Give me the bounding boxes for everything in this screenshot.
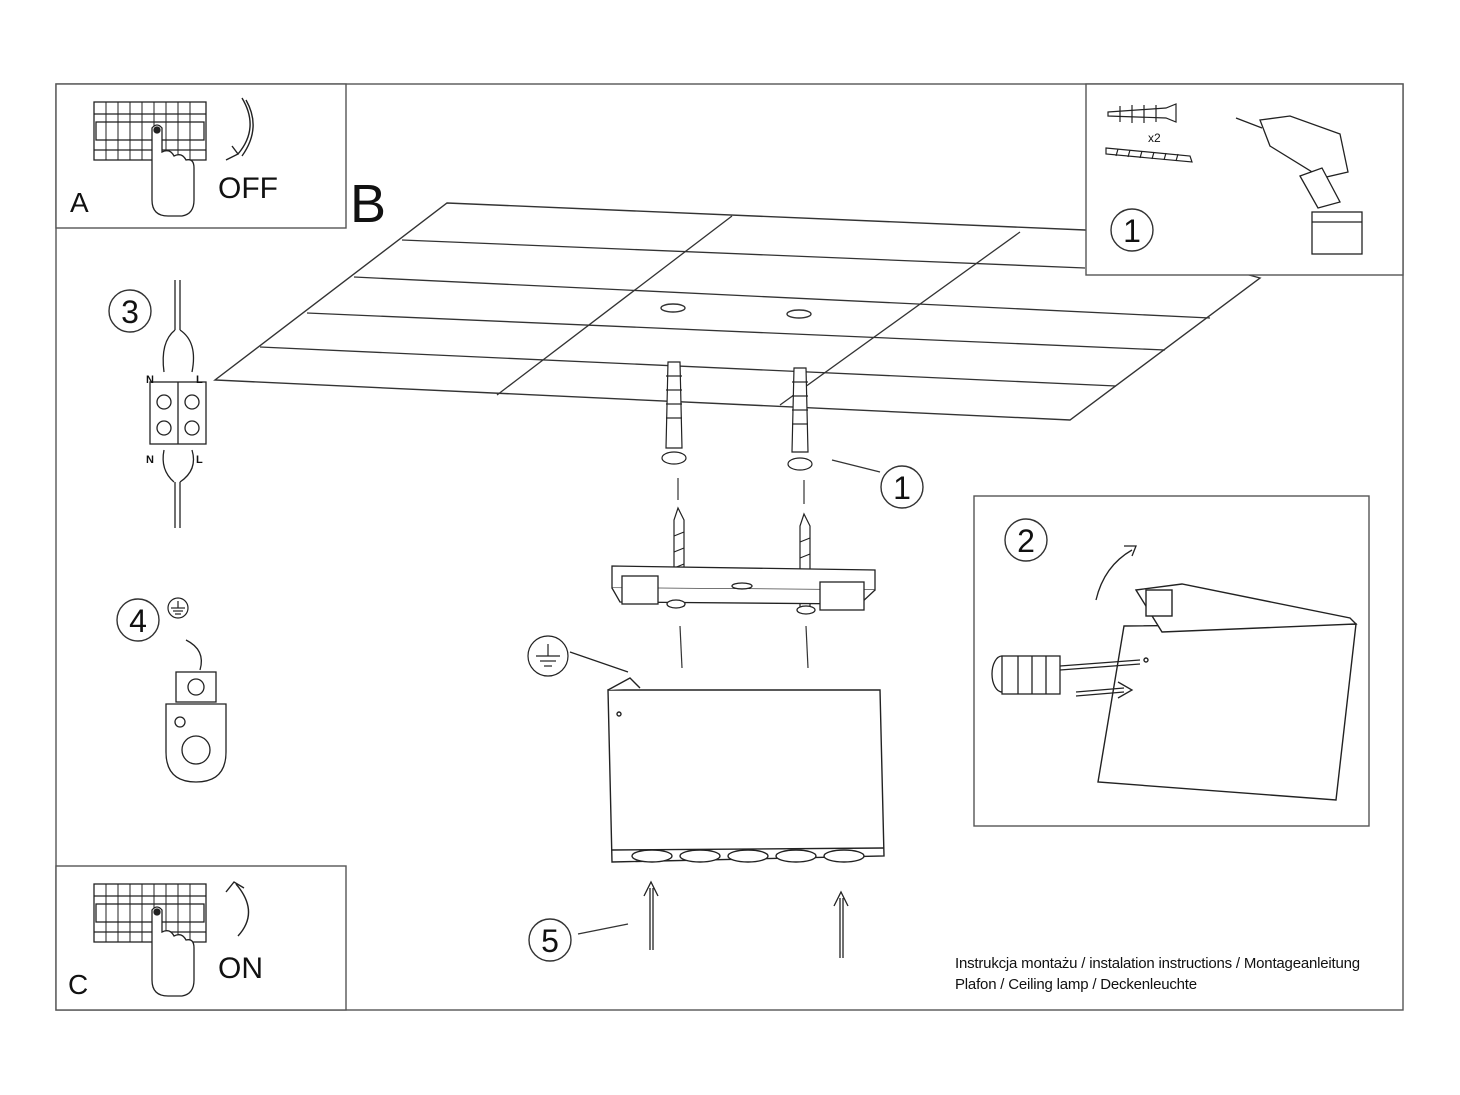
hand-icon bbox=[151, 906, 195, 997]
lamp-ground-symbol bbox=[527, 635, 629, 677]
quantity-label: x2 bbox=[1148, 131, 1161, 145]
step-4-number: 4 bbox=[129, 603, 147, 639]
step-5-badge bbox=[528, 918, 572, 962]
connector-n-bottom: N bbox=[146, 454, 154, 466]
step-4-badge bbox=[116, 598, 160, 642]
panel-b-letter: B bbox=[350, 174, 386, 234]
connector-l-top: L bbox=[196, 374, 203, 386]
arrow-down-icon bbox=[225, 97, 254, 161]
step-1-badge bbox=[1110, 208, 1154, 252]
step-1b-number: 1 bbox=[893, 470, 911, 506]
tools-panel: x2 1 bbox=[1085, 83, 1404, 276]
panel-a-letter: A bbox=[70, 187, 89, 218]
earth-terminal bbox=[165, 639, 227, 783]
dash-guides bbox=[677, 478, 809, 669]
ceiling-lamp bbox=[607, 677, 885, 863]
step-1-number: 1 bbox=[1123, 213, 1141, 249]
step-1b-badge bbox=[880, 465, 924, 509]
mounting-bracket bbox=[611, 565, 876, 615]
hand-icon bbox=[151, 124, 195, 217]
cable-gland-icon bbox=[991, 655, 1141, 695]
wall-plug-right bbox=[787, 367, 813, 471]
arrow-up-icon bbox=[833, 890, 849, 958]
panel-c: ON C bbox=[55, 865, 347, 1011]
on-label: ON bbox=[218, 952, 263, 985]
drill-icon bbox=[1235, 115, 1363, 255]
arrow-up-icon bbox=[643, 880, 659, 950]
terminal-block bbox=[149, 280, 207, 528]
ceiling-grid bbox=[213, 202, 1262, 421]
step-2-badge bbox=[1004, 518, 1048, 562]
arrow-up-icon bbox=[225, 881, 250, 937]
outer-frame bbox=[55, 83, 1404, 1011]
rotate-arrow-icon bbox=[1095, 545, 1137, 601]
screw-icon bbox=[1105, 147, 1193, 163]
step-3-number: 3 bbox=[121, 294, 139, 330]
caption: Instrukcja montażu / instalation instruc… bbox=[955, 953, 1360, 995]
leader-line-5 bbox=[577, 923, 629, 935]
connector-l-bottom: L bbox=[196, 454, 203, 466]
off-label: OFF bbox=[218, 172, 278, 205]
wall-plug-left bbox=[661, 361, 687, 465]
insert-arrow-icon bbox=[1075, 681, 1134, 699]
step-2-number: 2 bbox=[1017, 523, 1035, 559]
lamp-body-tilted bbox=[1097, 583, 1358, 801]
step-5-number: 5 bbox=[541, 923, 559, 959]
panel-c-letter: C bbox=[68, 969, 88, 1000]
ground-symbol-icon bbox=[167, 597, 189, 619]
panel-a: OFF A bbox=[55, 83, 347, 229]
step-3-badge bbox=[108, 289, 152, 333]
wall-plug-icon bbox=[1107, 103, 1177, 123]
caption-line-1: Instrukcja montażu / instalation instruc… bbox=[955, 955, 1360, 972]
cable-gland-panel: 2 bbox=[973, 495, 1370, 827]
caption-line-2: Plafon / Ceiling lamp / Deckenleuchte bbox=[955, 976, 1197, 993]
leader-line-1 bbox=[831, 459, 881, 473]
connector-n-top: N bbox=[146, 374, 154, 386]
breaker-box-icon bbox=[93, 101, 207, 161]
